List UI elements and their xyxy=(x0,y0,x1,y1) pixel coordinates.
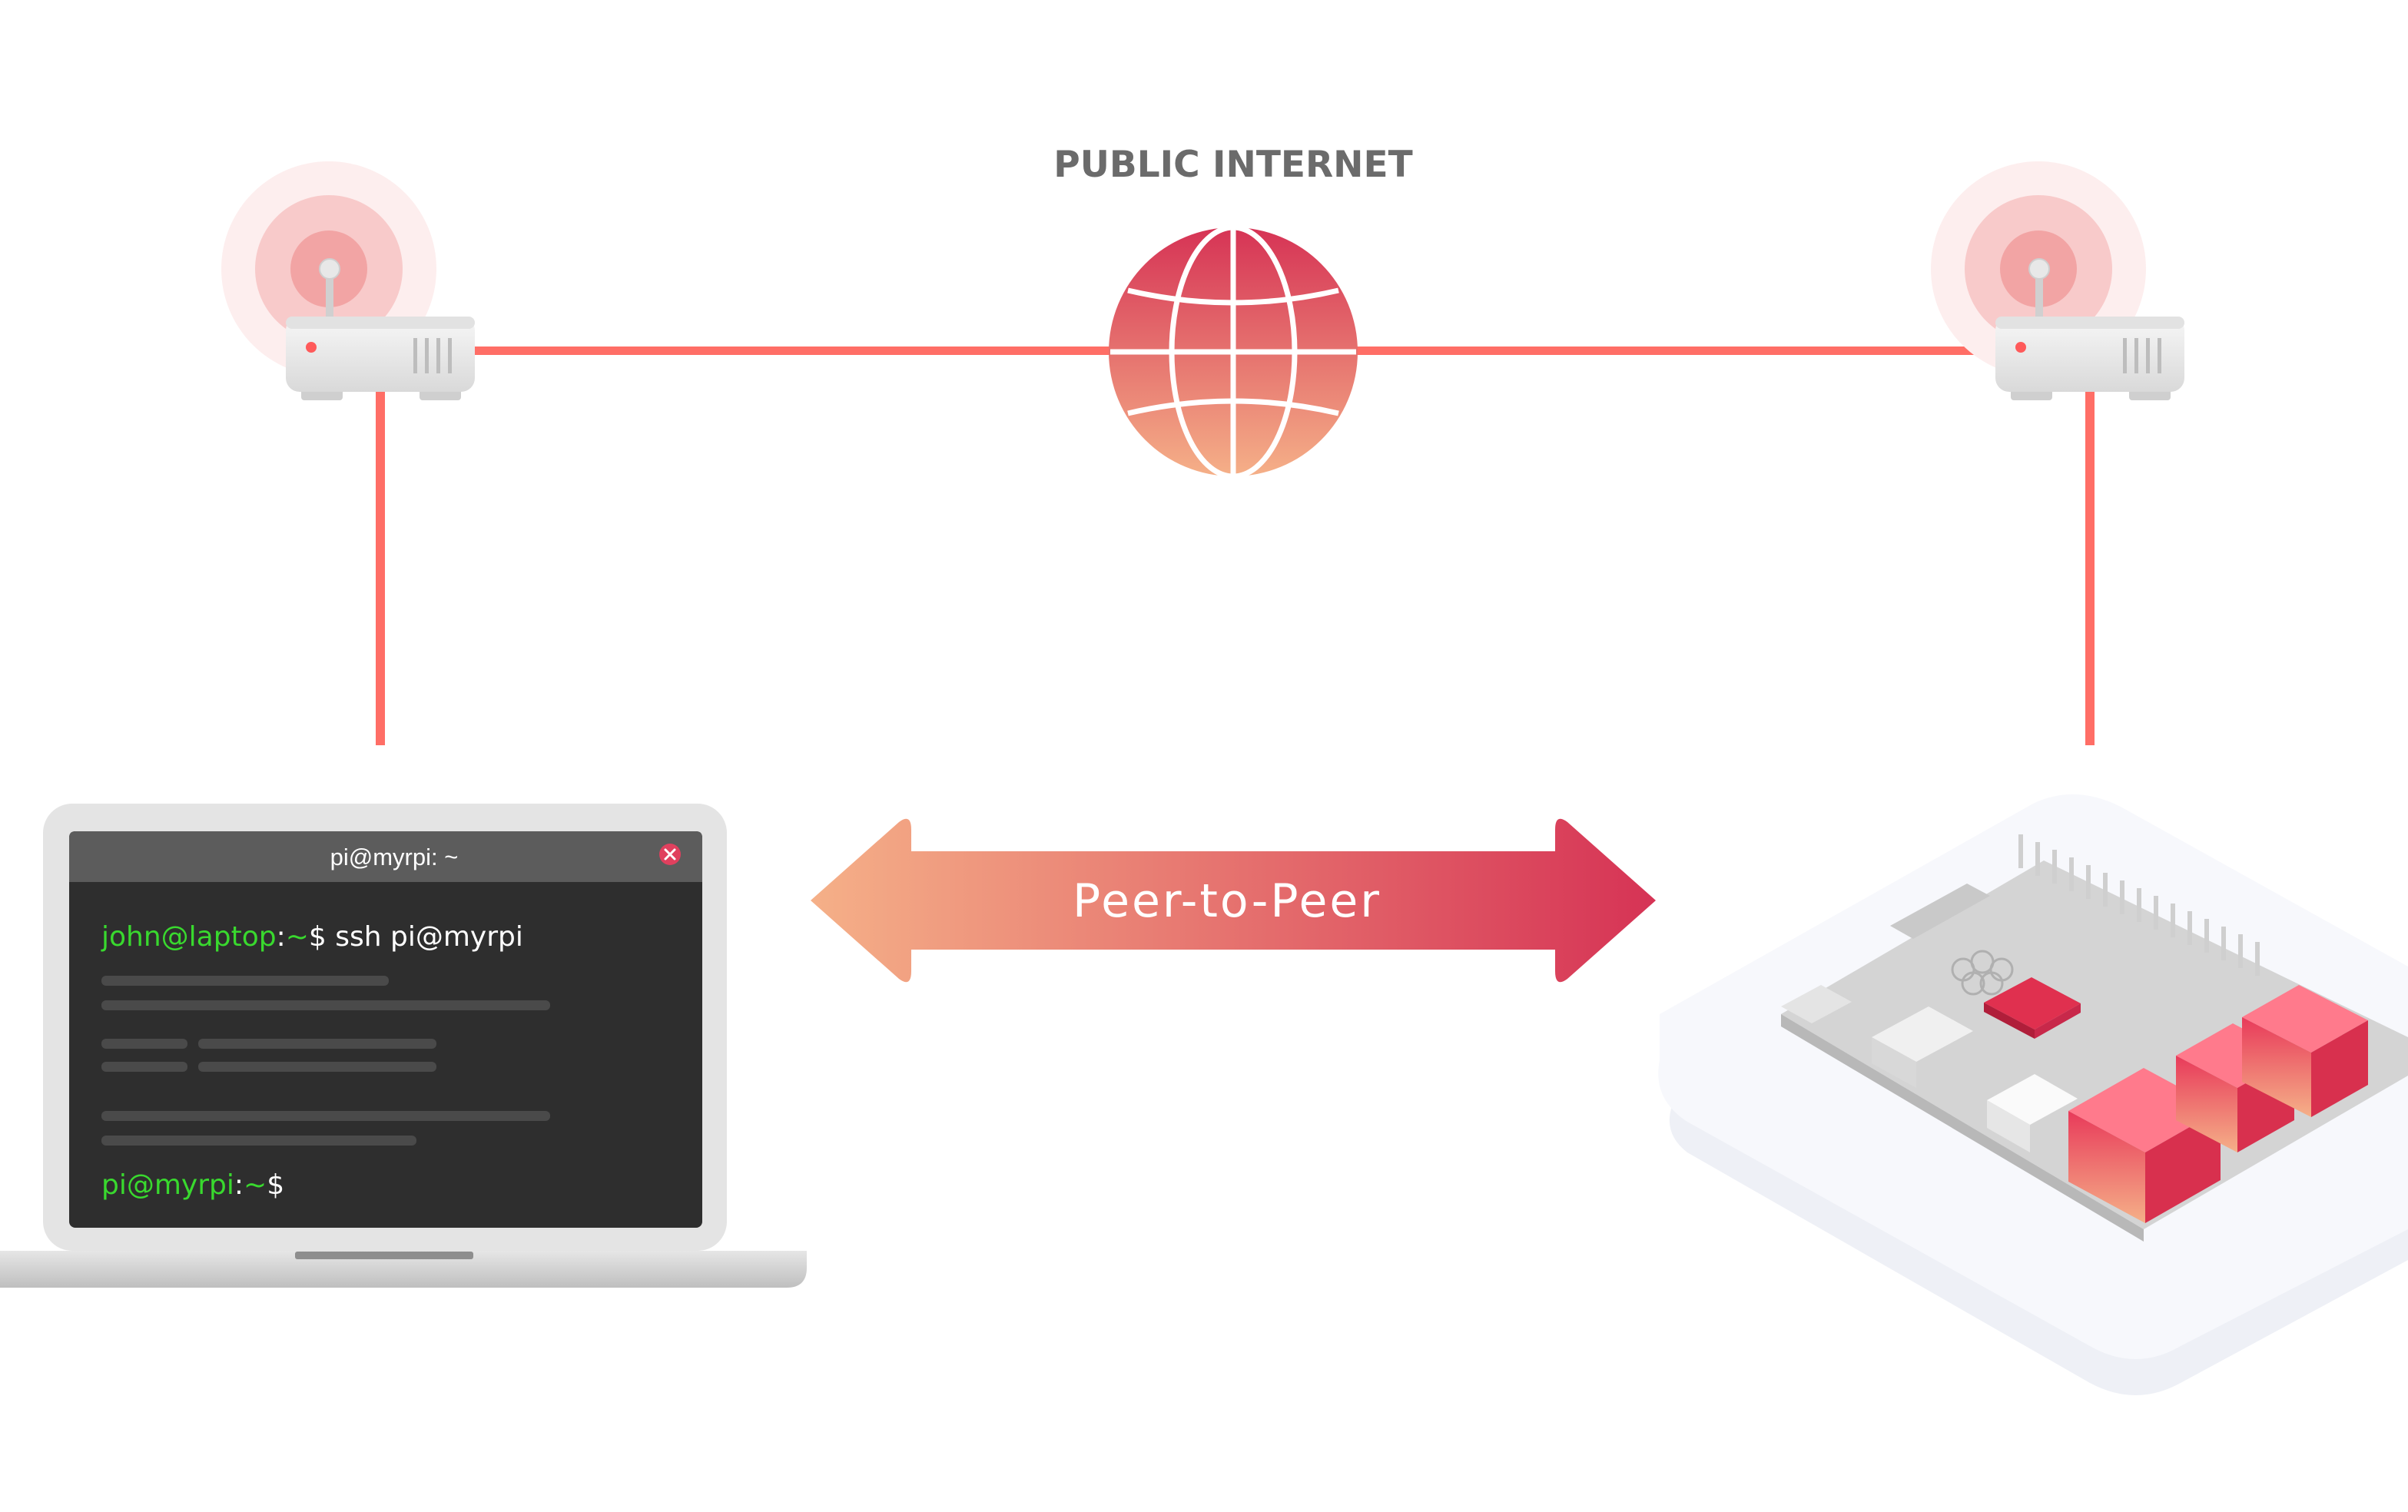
terminal-window[interactable]: pi@myrpi: ~ john@laptop:~$ ssh pi@myrpi … xyxy=(69,831,702,1228)
close-icon xyxy=(664,848,676,860)
prompt-path: ~ xyxy=(244,1169,267,1201)
prompt-path: ~ xyxy=(286,921,309,953)
terminal-output-placeholder xyxy=(101,976,550,1146)
prompt-user-host: pi@myrpi xyxy=(101,1169,234,1201)
prompt-user-host: john@laptop xyxy=(101,921,277,953)
right-router-icon xyxy=(1931,161,2184,400)
prompt-symbol: $ xyxy=(309,921,327,953)
line-left-router-to-globe xyxy=(461,346,1122,355)
left-router-icon xyxy=(221,161,475,400)
prompt-separator: : xyxy=(234,1169,244,1201)
terminal-titlebar xyxy=(69,831,702,882)
line-left-router-to-laptop xyxy=(376,388,385,745)
peer-to-peer-label: Peer-to-Peer xyxy=(1073,874,1381,928)
usb-port xyxy=(2242,985,2368,1117)
terminal-title: pi@myrpi: ~ xyxy=(330,844,459,870)
connection-lines xyxy=(376,346,2095,745)
peer-to-peer-arrow: Peer-to-Peer xyxy=(811,818,1656,983)
raspberry-logo xyxy=(1951,950,2014,996)
terminal-command: ssh pi@myrpi xyxy=(327,921,523,953)
terminal-line-2: pi@myrpi:~$ xyxy=(101,1169,284,1201)
prompt-separator: : xyxy=(277,921,286,953)
line-right-router-to-device xyxy=(2085,388,2095,745)
diagram-title: PUBLIC INTERNET xyxy=(1053,144,1412,186)
prompt-symbol: $ xyxy=(267,1169,284,1201)
raspberry-pi-board-icon xyxy=(1658,794,2408,1395)
line-globe-to-right-router xyxy=(1352,346,2013,355)
close-button[interactable] xyxy=(659,844,681,865)
terminal-line-1: john@laptop:~$ ssh pi@myrpi xyxy=(101,921,523,953)
globe-icon xyxy=(1109,224,1358,479)
